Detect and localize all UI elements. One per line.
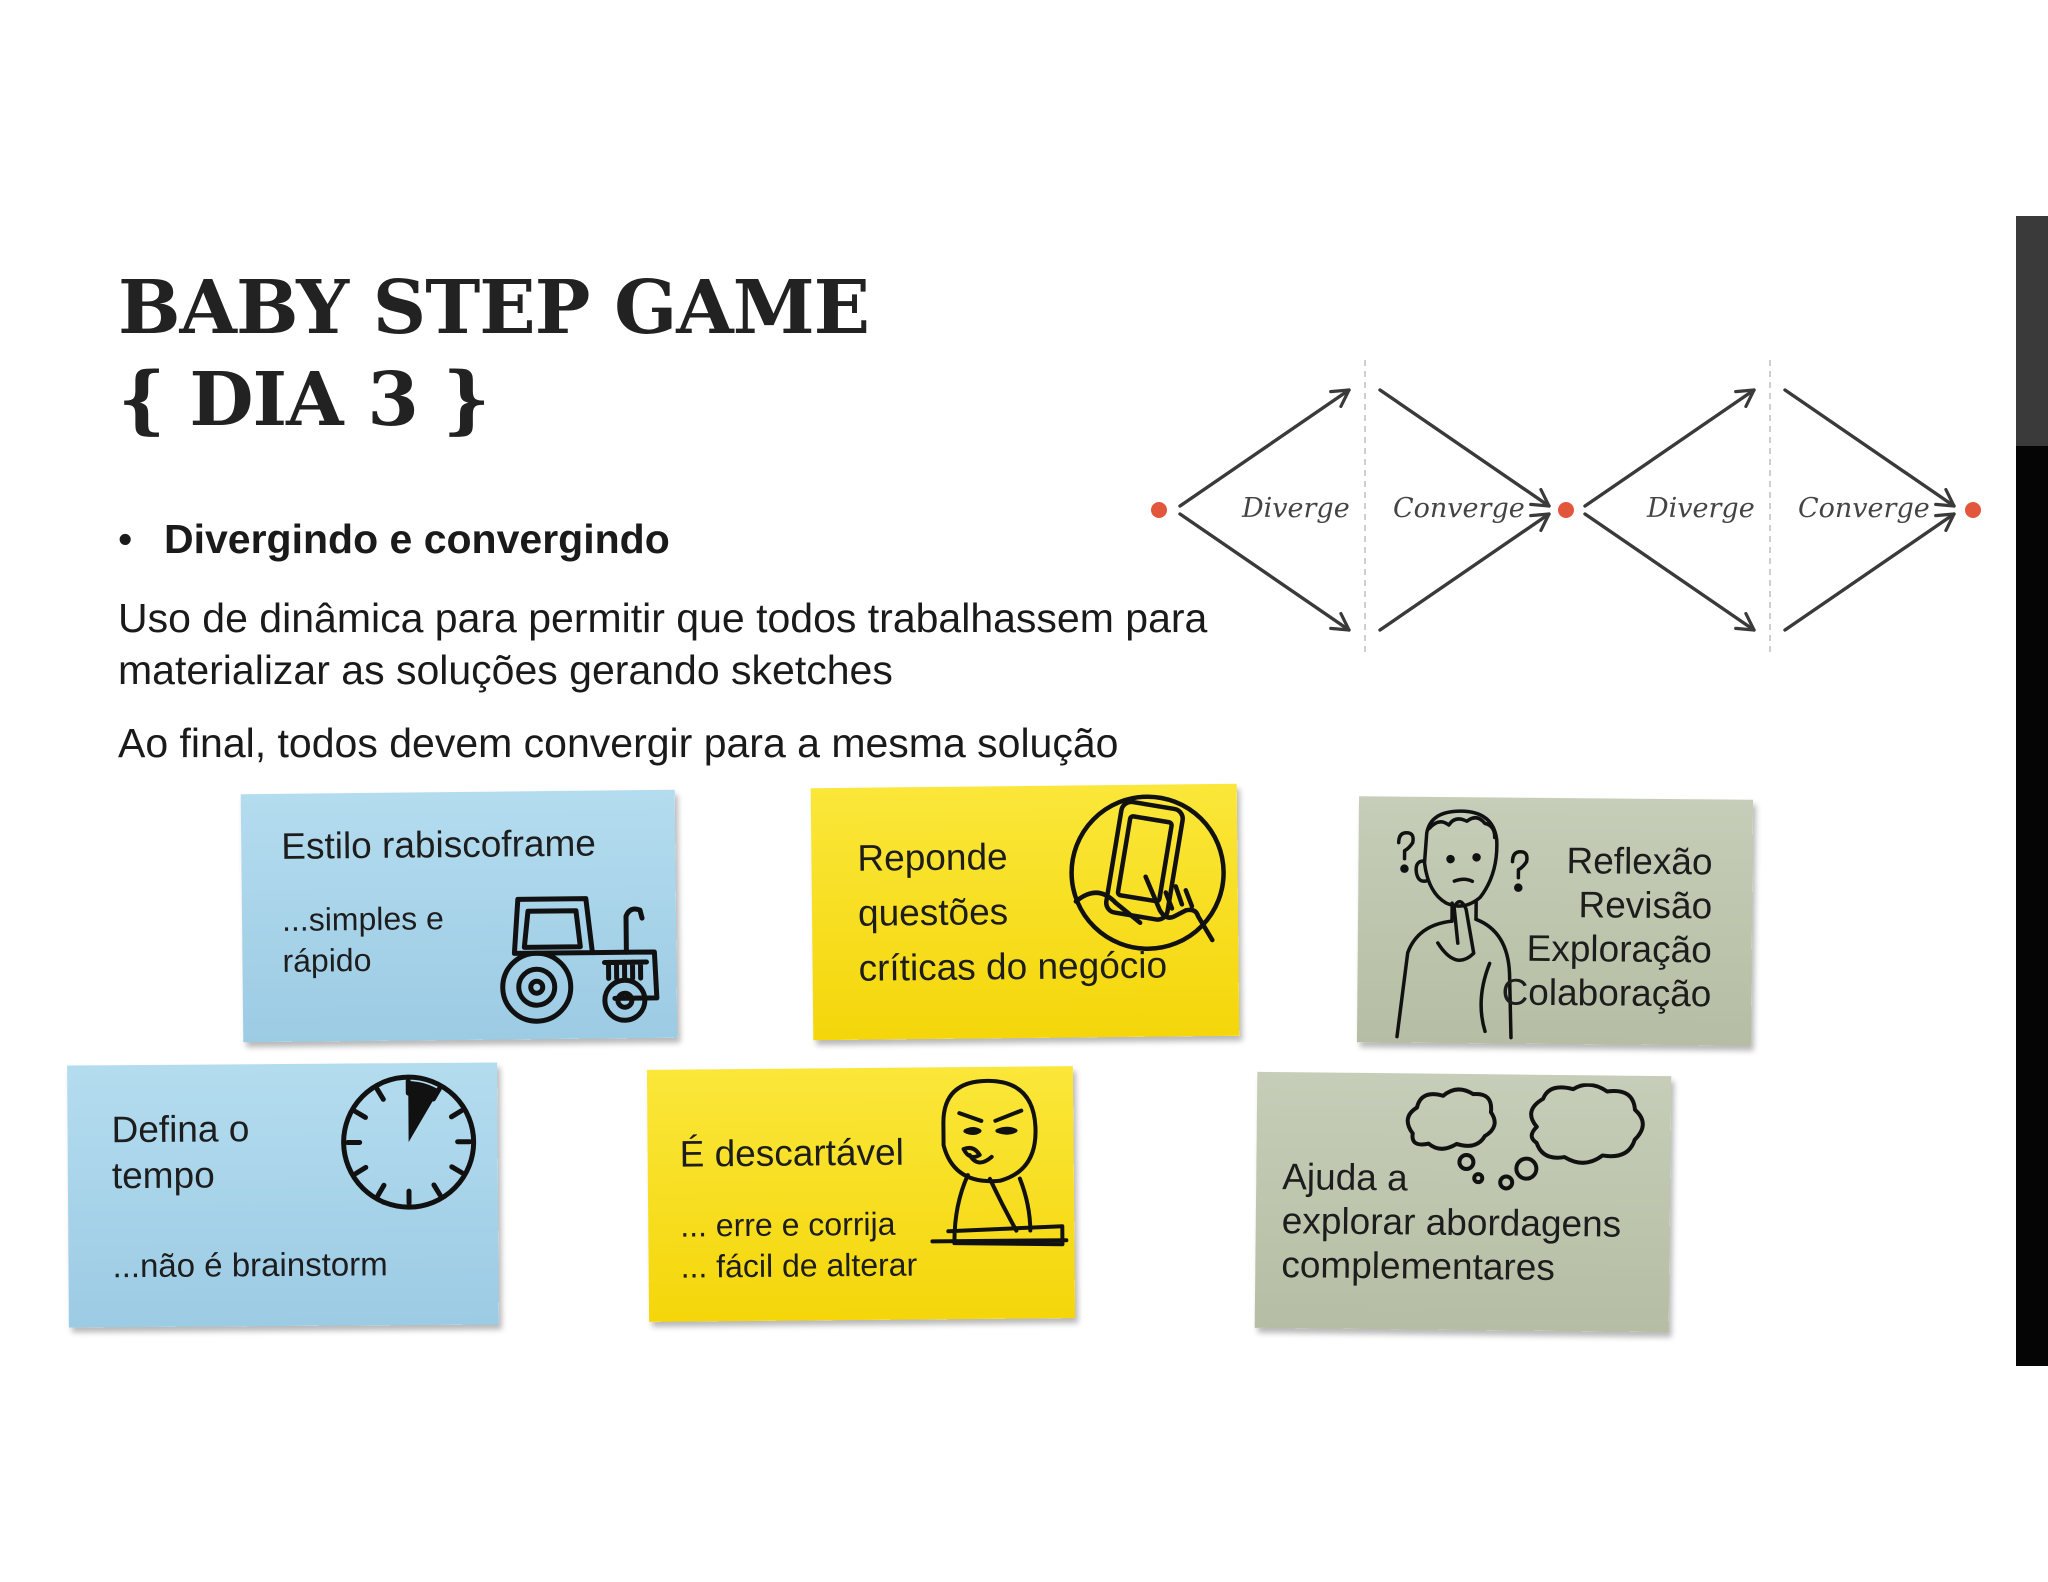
paragraph-dynamics: Uso de dinâmica para permitir que todos … <box>118 595 1208 693</box>
paragraph-converge: Ao final, todos devem convergir para a m… <box>118 720 1119 766</box>
sticky-note-questoes: Reponde questões críticas do negócio <box>810 783 1240 1041</box>
stage-dot <box>1965 502 1981 518</box>
converge-label: Converge <box>1798 493 1930 524</box>
tractor-icon <box>500 896 660 1024</box>
clock-timer-icon <box>341 1074 477 1210</box>
note-line: ... erre e corrija <box>680 1205 896 1244</box>
note-line: Reponde <box>857 836 1008 879</box>
stage-dot <box>1151 502 1167 518</box>
note-line: complementares <box>1281 1244 1556 1288</box>
note-line: Exploração <box>1526 927 1712 971</box>
sticky-note-tempo: Defina o tempo ...não é brainstorm <box>67 1062 499 1328</box>
phone-tap-icon <box>1069 794 1226 951</box>
note-heading: É descartável <box>679 1131 904 1175</box>
title-line-2: { DIA 3 } <box>118 357 490 443</box>
note-line: explorar abordagens <box>1281 1200 1622 1245</box>
bullet-text: Divergindo e convergindo <box>164 516 670 562</box>
skeptical-face-icon <box>930 1078 1069 1247</box>
note-line: questões <box>857 891 1009 934</box>
title-line-1: BABY STEP GAME <box>118 265 870 351</box>
diverge-converge-diagram: Diverge Converge Diverge Converge <box>1151 360 1981 656</box>
note-line: Reflexão <box>1566 840 1713 883</box>
sticky-note-abordagens: Ajuda a explorar abordagens complementar… <box>1254 1071 1672 1333</box>
converge-label: Converge <box>1393 493 1525 524</box>
diverge-label: Diverge <box>1241 493 1350 524</box>
note-line: Defina o <box>111 1108 250 1151</box>
note-line: tempo <box>111 1154 215 1197</box>
slide-title: BABY STEP GAME { DIA 3 } <box>118 262 870 446</box>
sticky-note-descartavel: É descartável ... erre e corrija ... fác… <box>646 1066 1076 1322</box>
note-line: ... fácil de alterar <box>680 1246 918 1285</box>
note-line: Ajuda a <box>1282 1156 1408 1199</box>
note-line: Revisão <box>1578 884 1713 927</box>
bullet-dot-icon: • <box>118 516 133 562</box>
bullet-heading: • Divergindo e convergindo <box>118 516 670 563</box>
sticky-note-reflexao: Reflexão Revisão Exploração Colaboração <box>1356 796 1754 1046</box>
note-line: ...não é brainstorm <box>112 1245 388 1285</box>
stage-dot <box>1558 502 1574 518</box>
note-heading: Estilo rabiscoframe <box>281 822 597 867</box>
sticky-note-rabiscoframe: Estilo rabiscoframe ...simples e rápido <box>240 789 678 1043</box>
note-line: ...simples e <box>281 900 445 938</box>
side-bar-thumb <box>2016 216 2048 446</box>
thinking-person-icon <box>1395 809 1529 1040</box>
note-line: rápido <box>282 941 372 979</box>
diverge-label: Diverge <box>1646 493 1755 524</box>
thought-clouds-icon <box>1405 1082 1645 1191</box>
note-line: Colaboração <box>1501 971 1712 1015</box>
